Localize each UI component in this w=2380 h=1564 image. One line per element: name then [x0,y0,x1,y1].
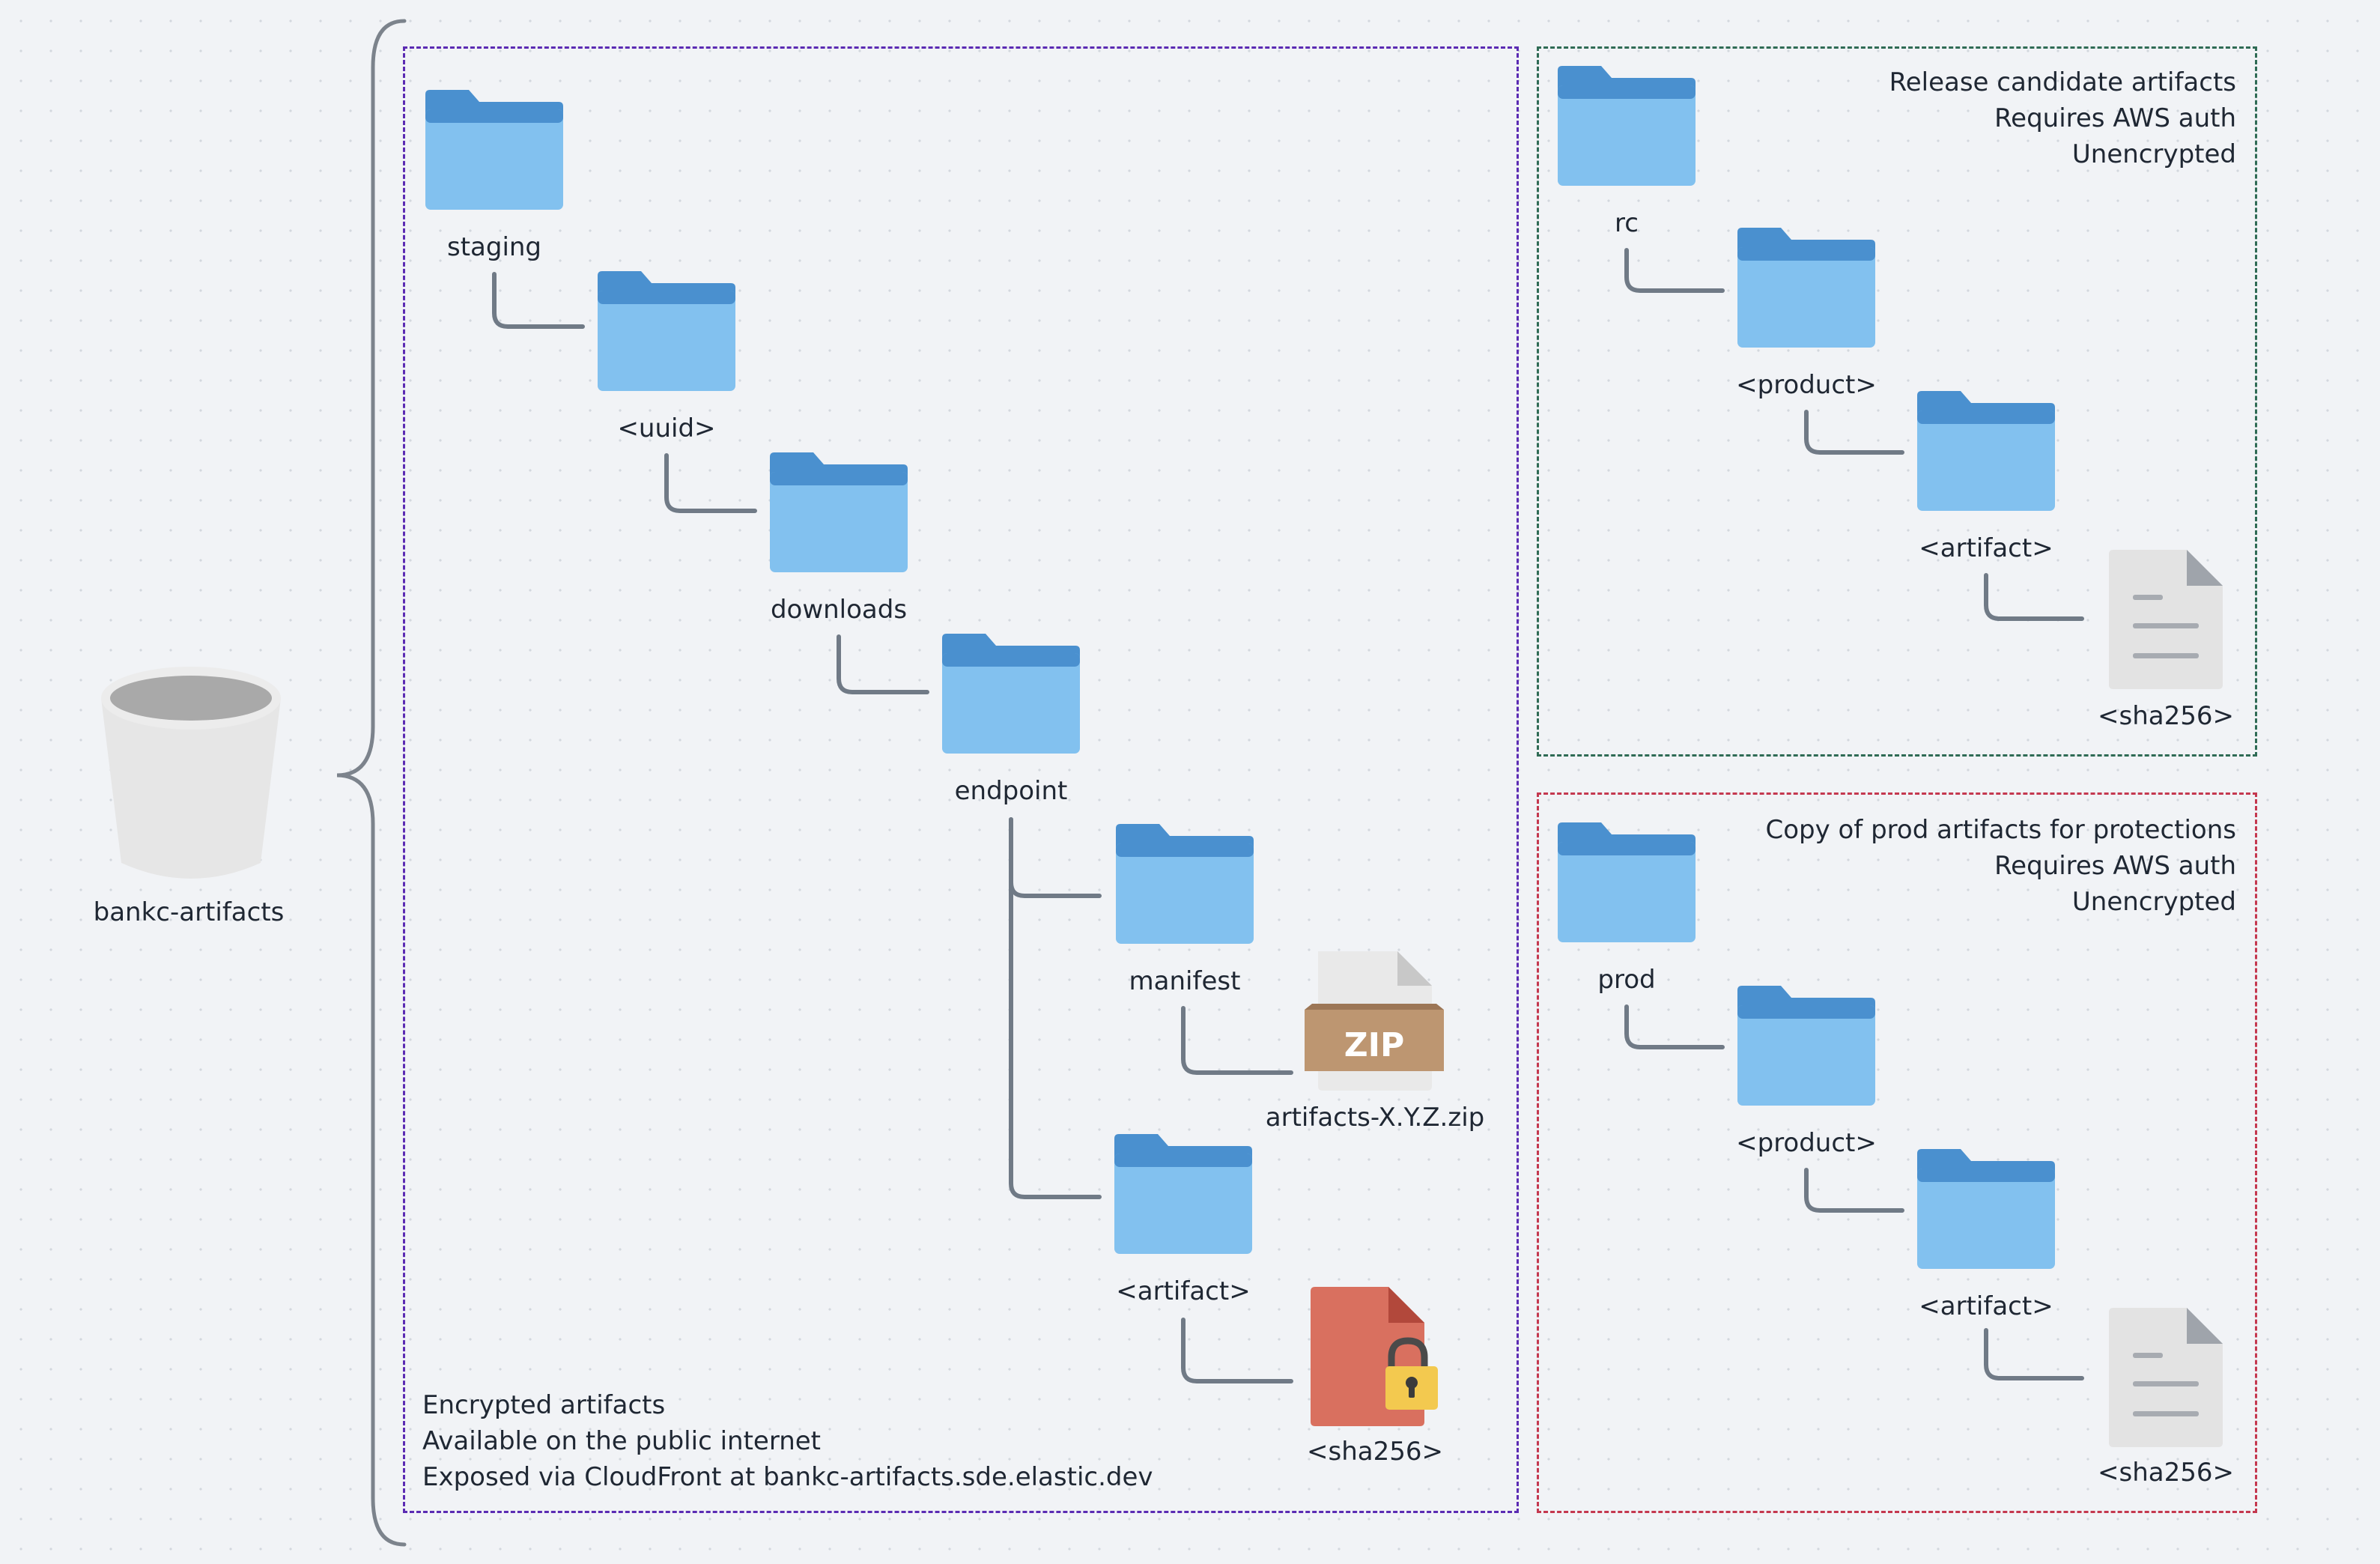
document-file-icon[interactable] [2109,1308,2223,1447]
rc-region-notes: Release candidate artifacts Requires AWS… [1889,64,2236,172]
folder-label-artifact: <artifact> [1116,1276,1251,1306]
rc-note-line: Requires AWS auth [1994,103,2236,133]
file-label-prod-sha: <sha256> [2098,1458,2234,1488]
rc-note-line: Release candidate artifacts [1889,67,2236,97]
bucket-label: bankc-artifacts [93,897,285,927]
folder-label-downloads: downloads [770,595,908,625]
folder-icon[interactable] [1114,1134,1252,1254]
folder-icon[interactable] [1917,1149,2055,1269]
prod-note-line: Requires AWS auth [1994,851,2236,881]
encrypted-region-notes: Encrypted artifacts Available on the pub… [422,1387,1153,1495]
folder-icon[interactable] [425,90,563,210]
locked-file-icon[interactable] [1311,1287,1442,1426]
folder-icon[interactable] [598,271,735,391]
release-candidate-region [1537,46,2257,757]
folder-icon[interactable] [1917,391,2055,511]
zip-badge: ZIP [1344,1026,1405,1064]
folder-label-rc: rc [1615,208,1639,238]
folder-icon[interactable] [1558,822,1696,942]
folder-label-prod-artifact: <artifact> [1919,1291,2053,1321]
folder-label-uuid: <uuid> [617,413,716,443]
zip-file-icon[interactable]: ZIP [1305,951,1444,1091]
folder-icon[interactable] [1737,228,1875,348]
file-label-rc-sha: <sha256> [2098,701,2234,731]
file-label-zip: artifacts-X.Y.Z.zip [1265,1103,1485,1133]
folder-label-prod: prod [1597,965,1656,995]
file-label-locked-sha: <sha256> [1307,1437,1443,1467]
folder-label-endpoint: endpoint [954,776,1068,806]
document-file-icon[interactable] [2109,550,2223,689]
bucket-contents-brace [330,15,412,1551]
prod-copy-region [1537,792,2257,1513]
folder-icon[interactable] [770,452,908,572]
bucket-icon [97,662,285,887]
encrypted-note-line: Exposed via CloudFront at bankc-artifact… [422,1462,1153,1492]
encrypted-note-line: Encrypted artifacts [422,1390,666,1420]
folder-label-rc-artifact: <artifact> [1919,533,2053,563]
encrypted-artifacts-region [403,46,1519,1513]
prod-note-line: Unencrypted [2071,887,2236,917]
folder-icon[interactable] [1558,66,1696,186]
prod-region-notes: Copy of prod artifacts for protections R… [1765,812,2236,920]
folder-label-manifest: manifest [1129,966,1241,996]
folder-icon[interactable] [942,634,1080,754]
prod-note-line: Copy of prod artifacts for protections [1765,815,2236,845]
encrypted-note-line: Available on the public internet [422,1426,821,1456]
folder-icon[interactable] [1737,986,1875,1106]
folder-icon[interactable] [1116,824,1254,944]
folder-label-rc-product: <product> [1736,370,1877,400]
folder-label-staging: staging [446,232,542,262]
folder-label-prod-product: <product> [1736,1128,1877,1158]
rc-note-line: Unencrypted [2071,139,2236,169]
